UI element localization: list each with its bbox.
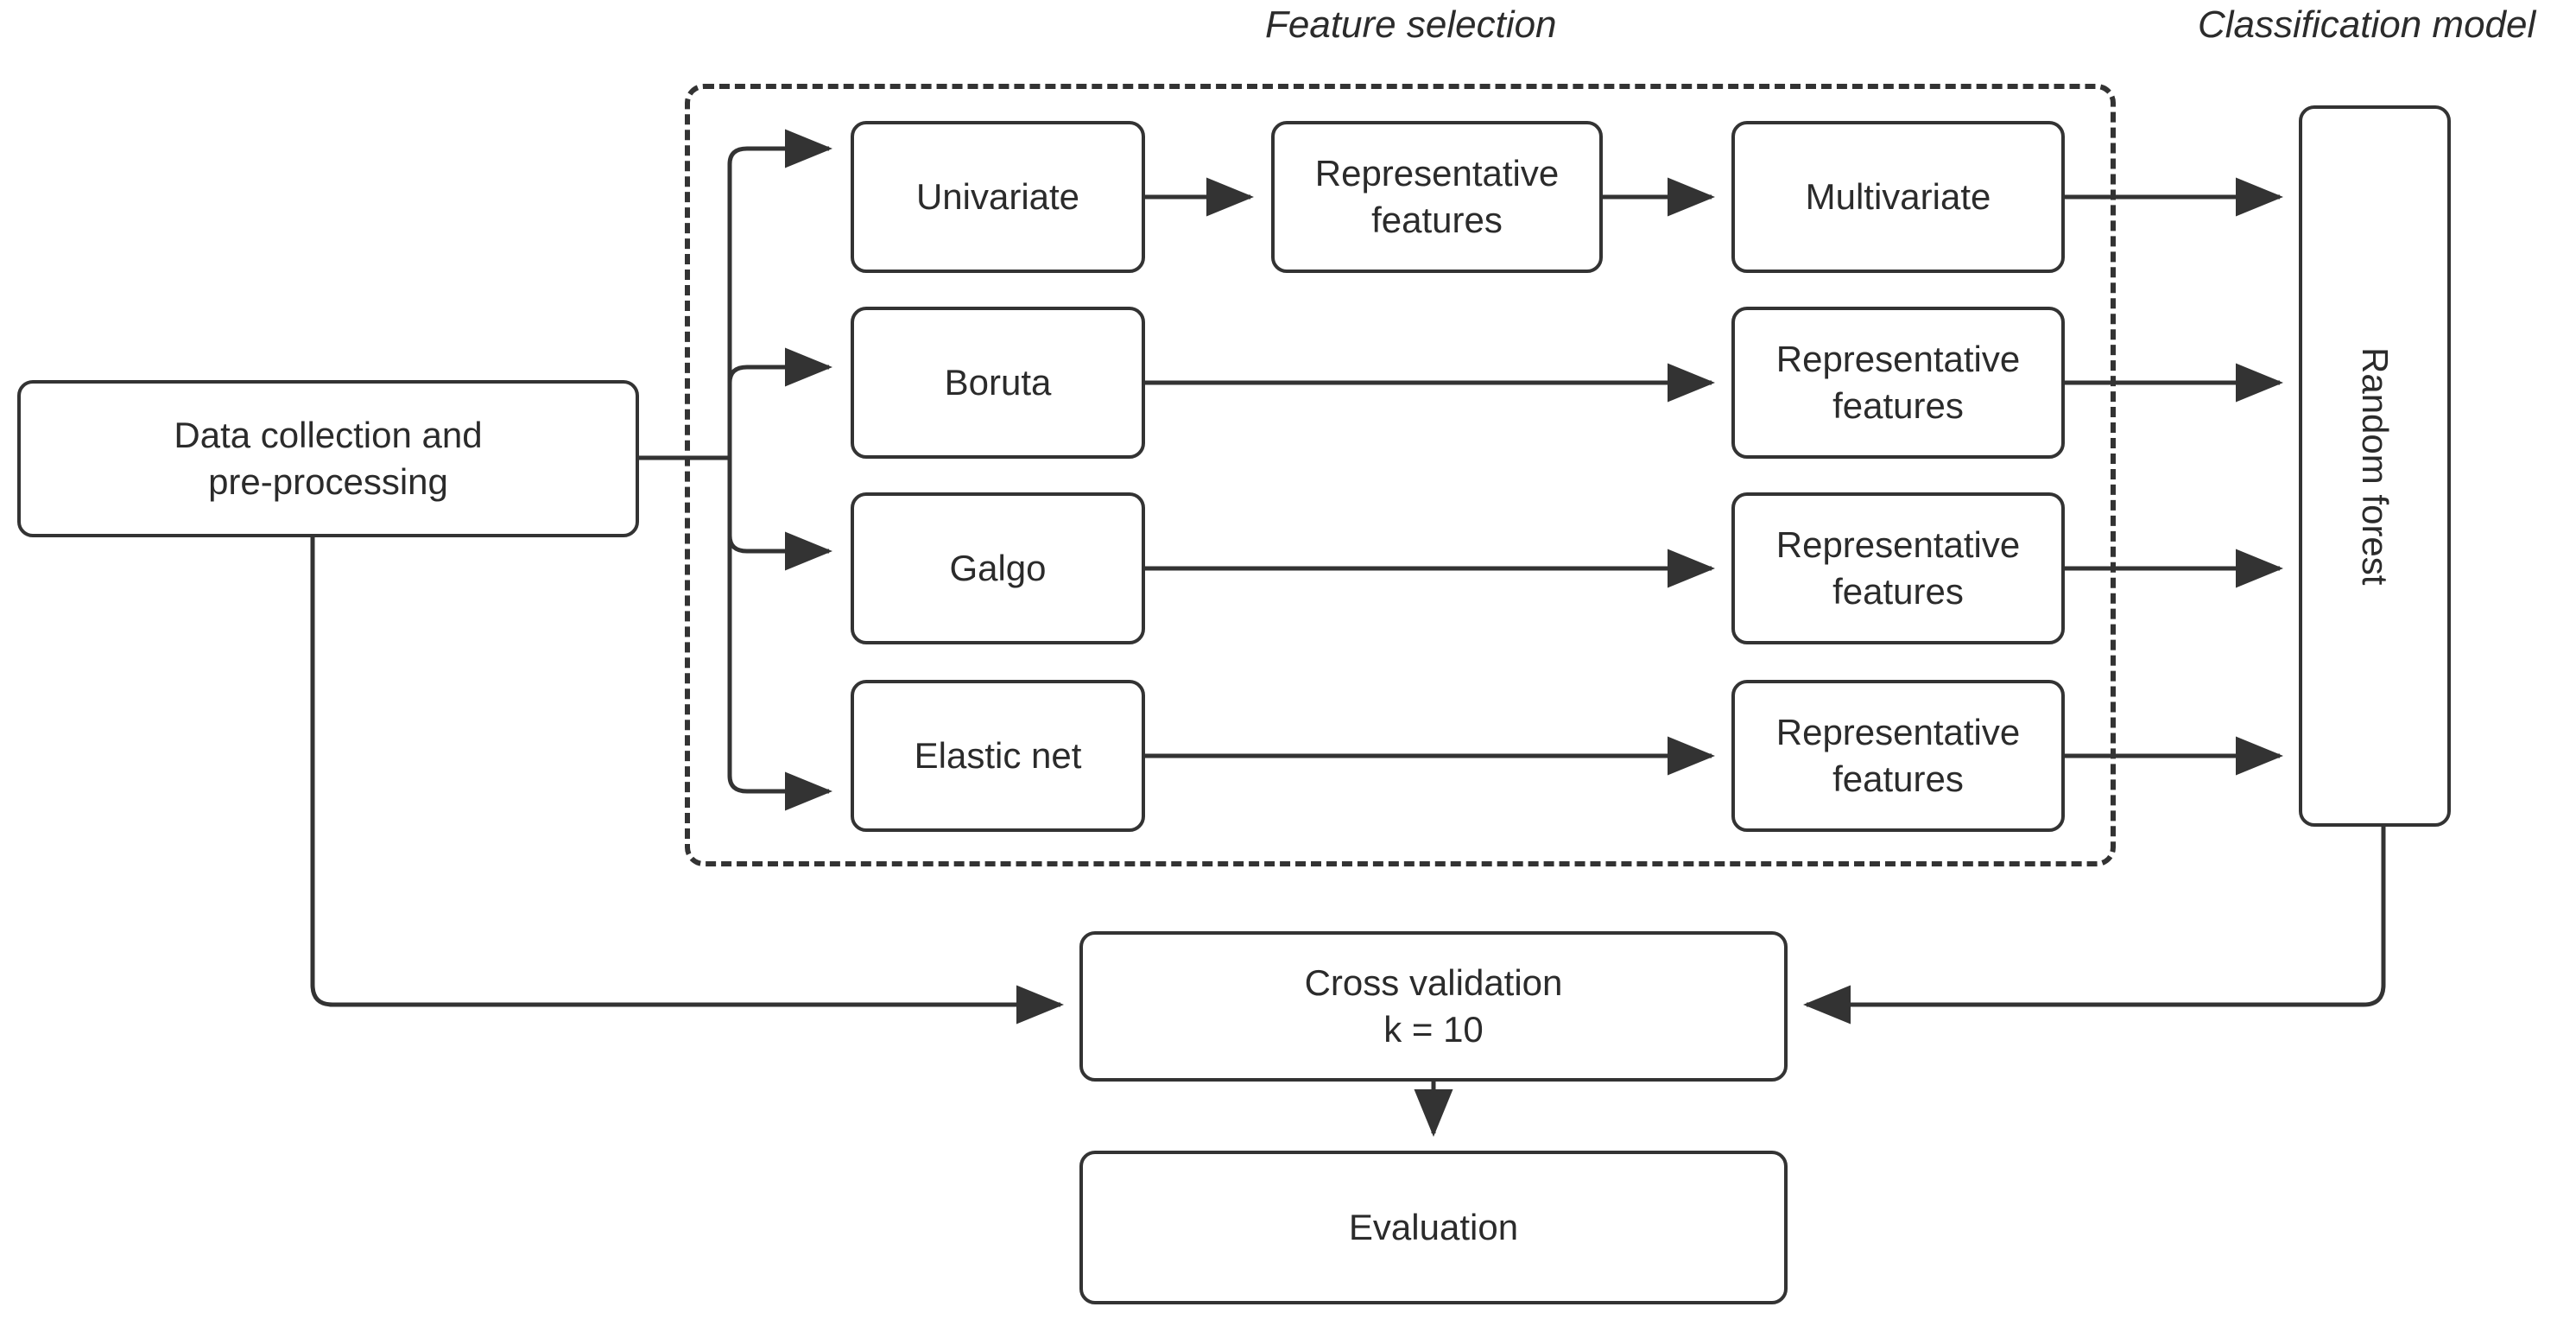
- edge-to-univariate: [727, 129, 833, 168]
- edge-datacollection-to-crossvalidation: [310, 537, 1065, 1025]
- node-evaluation[interactable]: Evaluation: [1079, 1151, 1788, 1304]
- node-univariate[interactable]: Univariate: [851, 121, 1145, 273]
- edge-to-boruta: [727, 347, 833, 387]
- group-label-feature-selection: Feature selection: [1265, 3, 1557, 46]
- node-boruta[interactable]: Boruta: [851, 307, 1145, 459]
- edge-to-galgo: [727, 531, 833, 571]
- group-label-classification-model: Classification model: [2198, 3, 2536, 46]
- edge-to-elastic-net: [727, 771, 833, 811]
- node-data-collection[interactable]: Data collection and pre-processing: [17, 380, 639, 537]
- node-representative-features-2[interactable]: Representative features: [1731, 307, 2065, 459]
- node-representative-features-1[interactable]: Representative features: [1271, 121, 1603, 273]
- edge-randomforest-to-crossvalidation: [1802, 827, 2386, 1025]
- node-representative-features-3[interactable]: Representative features: [1731, 492, 2065, 644]
- node-multivariate[interactable]: Multivariate: [1731, 121, 2065, 273]
- node-representative-features-4[interactable]: Representative features: [1731, 680, 2065, 832]
- node-cross-validation[interactable]: Cross validation k = 10: [1079, 931, 1788, 1082]
- node-elastic-net[interactable]: Elastic net: [851, 680, 1145, 832]
- node-galgo[interactable]: Galgo: [851, 492, 1145, 644]
- node-random-forest[interactable]: Random forest: [2299, 105, 2451, 827]
